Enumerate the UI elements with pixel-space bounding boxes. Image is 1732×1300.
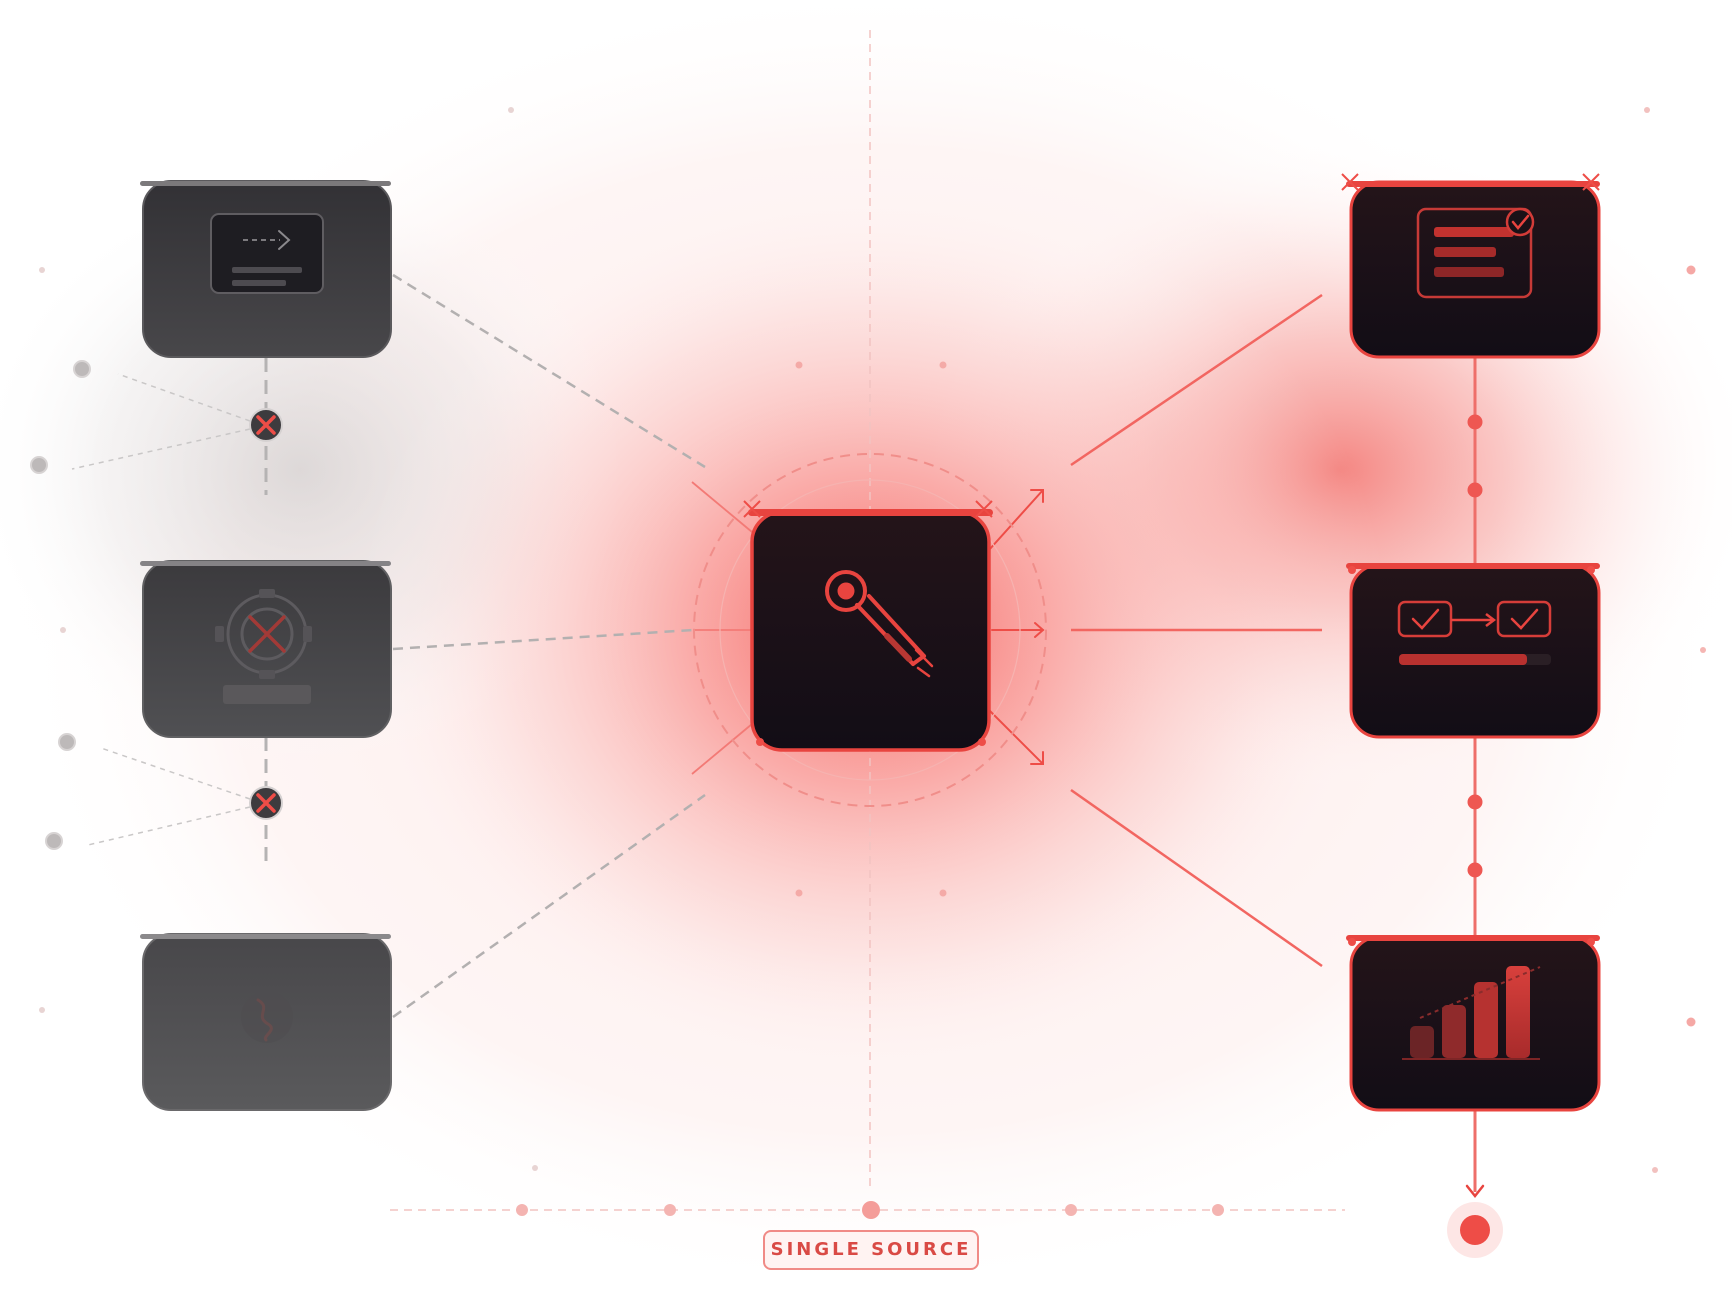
output-node-form [1341, 173, 1601, 359]
blocked-branch-dots [30, 360, 91, 850]
legacy-node-terminal [140, 180, 392, 358]
disconnected-plug-icon [215, 589, 312, 704]
workflow-checks-icon [1397, 600, 1552, 665]
bar-chart-growth-icon [1402, 966, 1541, 1060]
blocked-marker-1 [249, 408, 283, 442]
hub-spokes [691, 481, 753, 775]
output-endpoint-dot [1460, 1215, 1490, 1245]
faded-integration-icon [241, 991, 293, 1043]
output-chain [1447, 357, 1503, 1258]
output-node-workflow [1346, 563, 1601, 739]
legacy-node-disconnected [140, 560, 392, 738]
legacy-node-fading [140, 933, 392, 1111]
key-icon [825, 570, 934, 678]
blocked-branches [71, 373, 251, 846]
hub-node [743, 500, 993, 752]
single-source-label: SINGLE SOURCE [763, 1230, 979, 1270]
output-connectors [1070, 293, 1323, 968]
legacy-connectors [392, 273, 706, 1019]
source-track-dots [516, 1201, 1224, 1219]
blocked-marker-2 [249, 786, 283, 820]
output-node-growth [1346, 935, 1601, 1112]
terminal-icon [210, 213, 324, 294]
output-arrows [988, 489, 1045, 765]
checked-form-icon [1416, 207, 1535, 299]
ambient-dots [39, 107, 1706, 1173]
